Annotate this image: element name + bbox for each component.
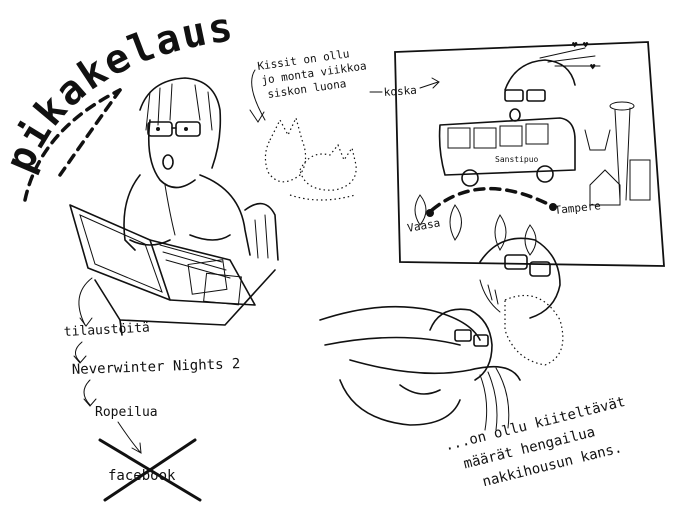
laptop [69,204,256,306]
title-lettering: pikakelaus... [0,0,235,202]
place-from: Vaasa [406,216,441,235]
because-note: koska [369,77,440,99]
list-item-1: tilaustöitä [63,321,150,340]
caption: ...on ollu kiiteltävät määrät hengailua … [443,394,627,490]
svg-text:♥: ♥ [590,63,596,73]
route-dashed-line [430,187,552,212]
title-dashed-arc [23,88,122,202]
dotted-cushion [504,294,564,366]
person-at-computer [123,77,279,261]
bus-panel-frame [394,41,665,267]
place-to: Tampere [554,199,601,217]
cats-note: Kissit on ollu jo monta viikkoa siskon l… [249,47,367,201]
list-item-2: Neverwinter Nights 2 [72,356,241,378]
activity-list: tilaustöitä Neverwinter Nights 2 Ropeilu… [63,321,241,502]
dotted-cat-1 [264,116,307,183]
bus-sign: Sanstipuo [495,155,539,164]
desk-to-list-arrow [78,277,93,326]
svg-text:♥ ♥: ♥ ♥ [572,41,589,51]
dotted-cat-2 [299,143,357,191]
list-item-3: Ropeilua [95,405,158,420]
desk [94,259,276,336]
because-label: koska [383,84,417,99]
couch-couple [319,237,564,431]
bus-panel: ♥ ♥ ♥ Sanstipuo Vaasa Tampere [394,41,665,267]
